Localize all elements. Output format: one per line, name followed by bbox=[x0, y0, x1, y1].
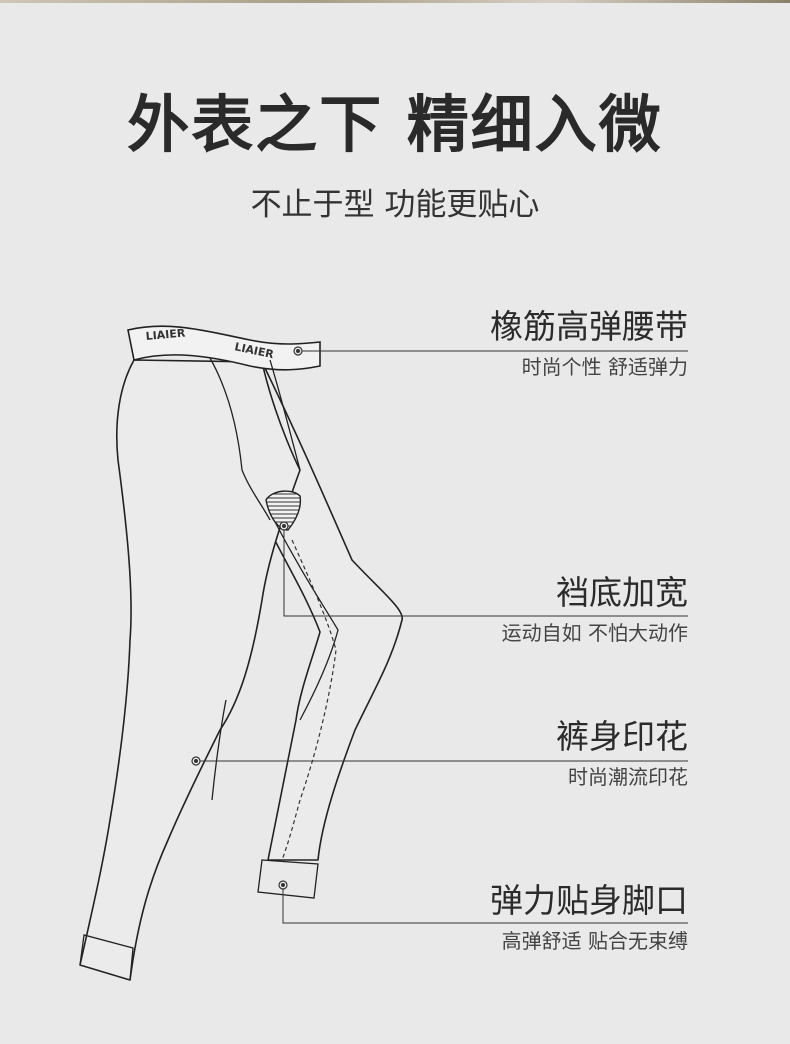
inner-leg-seam bbox=[273, 519, 339, 721]
crotch-seam-line bbox=[269, 359, 301, 471]
feature-subtext: 时尚潮流印花 bbox=[568, 765, 688, 789]
waistband-brand-left: LIAIER bbox=[145, 327, 186, 343]
feature-waistband: 橡筋高弹腰带 时尚个性 舒适弹力 bbox=[490, 310, 688, 377]
feature-heading: 弹力贴身脚口 bbox=[490, 881, 688, 920]
feature-cuff: 弹力贴身脚口 高弹舒适 贴合无束缚 bbox=[490, 884, 688, 951]
front-leg-outline bbox=[79, 359, 301, 981]
feature-gusset: 裆底加宽 运动自如 不怕大动作 bbox=[502, 576, 688, 643]
feature-subtext: 高弹舒适 贴合无束缚 bbox=[501, 929, 688, 953]
front-cuff-line bbox=[79, 934, 134, 981]
top-decorative-rule bbox=[0, 0, 790, 3]
gusset-callout-line bbox=[283, 526, 688, 617]
gusset-hatched bbox=[265, 490, 302, 531]
front-seam-line bbox=[209, 357, 271, 521]
feature-heading: 裤身印花 bbox=[556, 717, 688, 756]
back-cuff-line bbox=[257, 859, 319, 899]
page-title: 外表之下 精细入微 bbox=[127, 88, 663, 161]
page-subtitle: 不止于型 功能更贴心 bbox=[250, 187, 540, 223]
front-side-seam bbox=[211, 699, 227, 801]
feature-print: 裤身印花 时尚潮流印花 bbox=[556, 720, 688, 787]
feature-subtext: 时尚个性 舒适弹力 bbox=[521, 355, 688, 379]
feature-heading: 橡筋高弹腰带 bbox=[490, 307, 688, 346]
cuff-callout-line bbox=[282, 885, 688, 924]
feature-subtext: 运动自如 不怕大动作 bbox=[501, 621, 688, 645]
waistband bbox=[127, 325, 321, 371]
feature-heading: 裆底加宽 bbox=[556, 573, 688, 612]
